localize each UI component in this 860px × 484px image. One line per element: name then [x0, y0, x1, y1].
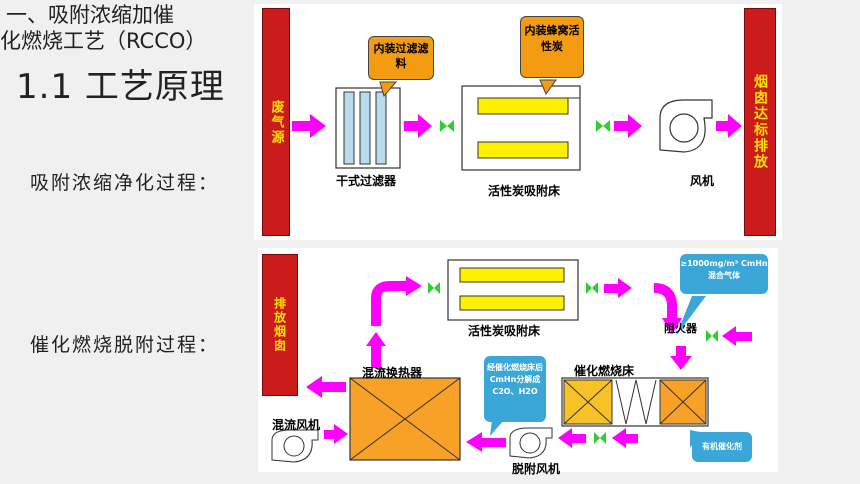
- discharge-chimney-bar: 排放烟囱: [262, 254, 298, 396]
- flow-arrow: [324, 424, 348, 444]
- dry-filter-label: 干式过滤器: [336, 174, 397, 188]
- desorption-fan-icon: [509, 427, 553, 459]
- carbon-adsorption-bed-bottom: [447, 259, 579, 321]
- decomposition-callout: 经催化燃烧床后CmHn分解成C2O、H2O: [484, 356, 546, 422]
- fan-icon: [659, 99, 713, 153]
- concentration-callout: ≥1000mg/m³ CmHn混合气体: [680, 254, 768, 294]
- flow-arrow: [614, 114, 642, 138]
- valve-icon: [586, 282, 598, 294]
- desorption-fan-label: 脱附风机: [512, 462, 561, 476]
- flow-arrow: [670, 346, 692, 370]
- flow-arrow: [292, 114, 326, 138]
- title-line-2: 化燃烧工艺（RCCO）: [0, 29, 207, 53]
- valve-icon: [428, 282, 440, 294]
- carbon-adsorption-bed: [461, 85, 581, 171]
- title-line-1: 一、吸附浓缩加催: [6, 3, 174, 27]
- valve-icon: [440, 120, 454, 132]
- dry-filter: [335, 87, 401, 169]
- flow-arrow: [466, 432, 506, 452]
- valve-icon: [596, 120, 610, 132]
- heat-exchanger: [349, 377, 461, 461]
- chimney-discharge-bar: 烟囱达标排放: [744, 8, 776, 236]
- valve-icon: [706, 330, 718, 342]
- flow-arrow: [366, 332, 386, 368]
- flow-arrow: [722, 326, 752, 346]
- flow-arrow: [371, 276, 422, 326]
- carbon-bed-label: 活性炭吸附床: [488, 184, 561, 198]
- catalytic-bed-label: 催化燃烧床: [574, 364, 635, 378]
- flow-arrow: [404, 114, 432, 138]
- valve-icon: [594, 432, 606, 444]
- filter-callout: 内装过滤滤料: [368, 36, 434, 80]
- flame-arrester-label: 阻火器: [664, 322, 697, 335]
- carbon-bed-bottom-label: 活性炭吸附床: [468, 324, 541, 338]
- carbon-callout: 内装蜂窝活性炭: [520, 16, 584, 78]
- heat-exchanger-label: 混流换热器: [362, 366, 423, 380]
- section-title: 1.1 工艺原理: [16, 67, 225, 107]
- mixed-fan-icon: [271, 429, 319, 463]
- mixed-fan-label: 混流风机: [272, 418, 321, 432]
- waste-gas-source-bar: 废气源: [262, 8, 290, 236]
- catalyst-callout: 有机催化剂: [692, 432, 752, 462]
- desorption-process-label: 催化燃烧脱附过程：: [30, 334, 220, 356]
- flow-arrow: [558, 428, 586, 448]
- flow-arrow: [653, 283, 682, 334]
- flow-arrow: [612, 428, 638, 448]
- catalytic-bed: [561, 377, 709, 427]
- flow-arrow: [604, 278, 632, 298]
- flow-arrow: [716, 114, 742, 138]
- fan-label: 风机: [690, 174, 715, 188]
- flow-arrow: [306, 376, 346, 398]
- adsorption-process-label: 吸附浓缩净化过程：: [30, 172, 220, 194]
